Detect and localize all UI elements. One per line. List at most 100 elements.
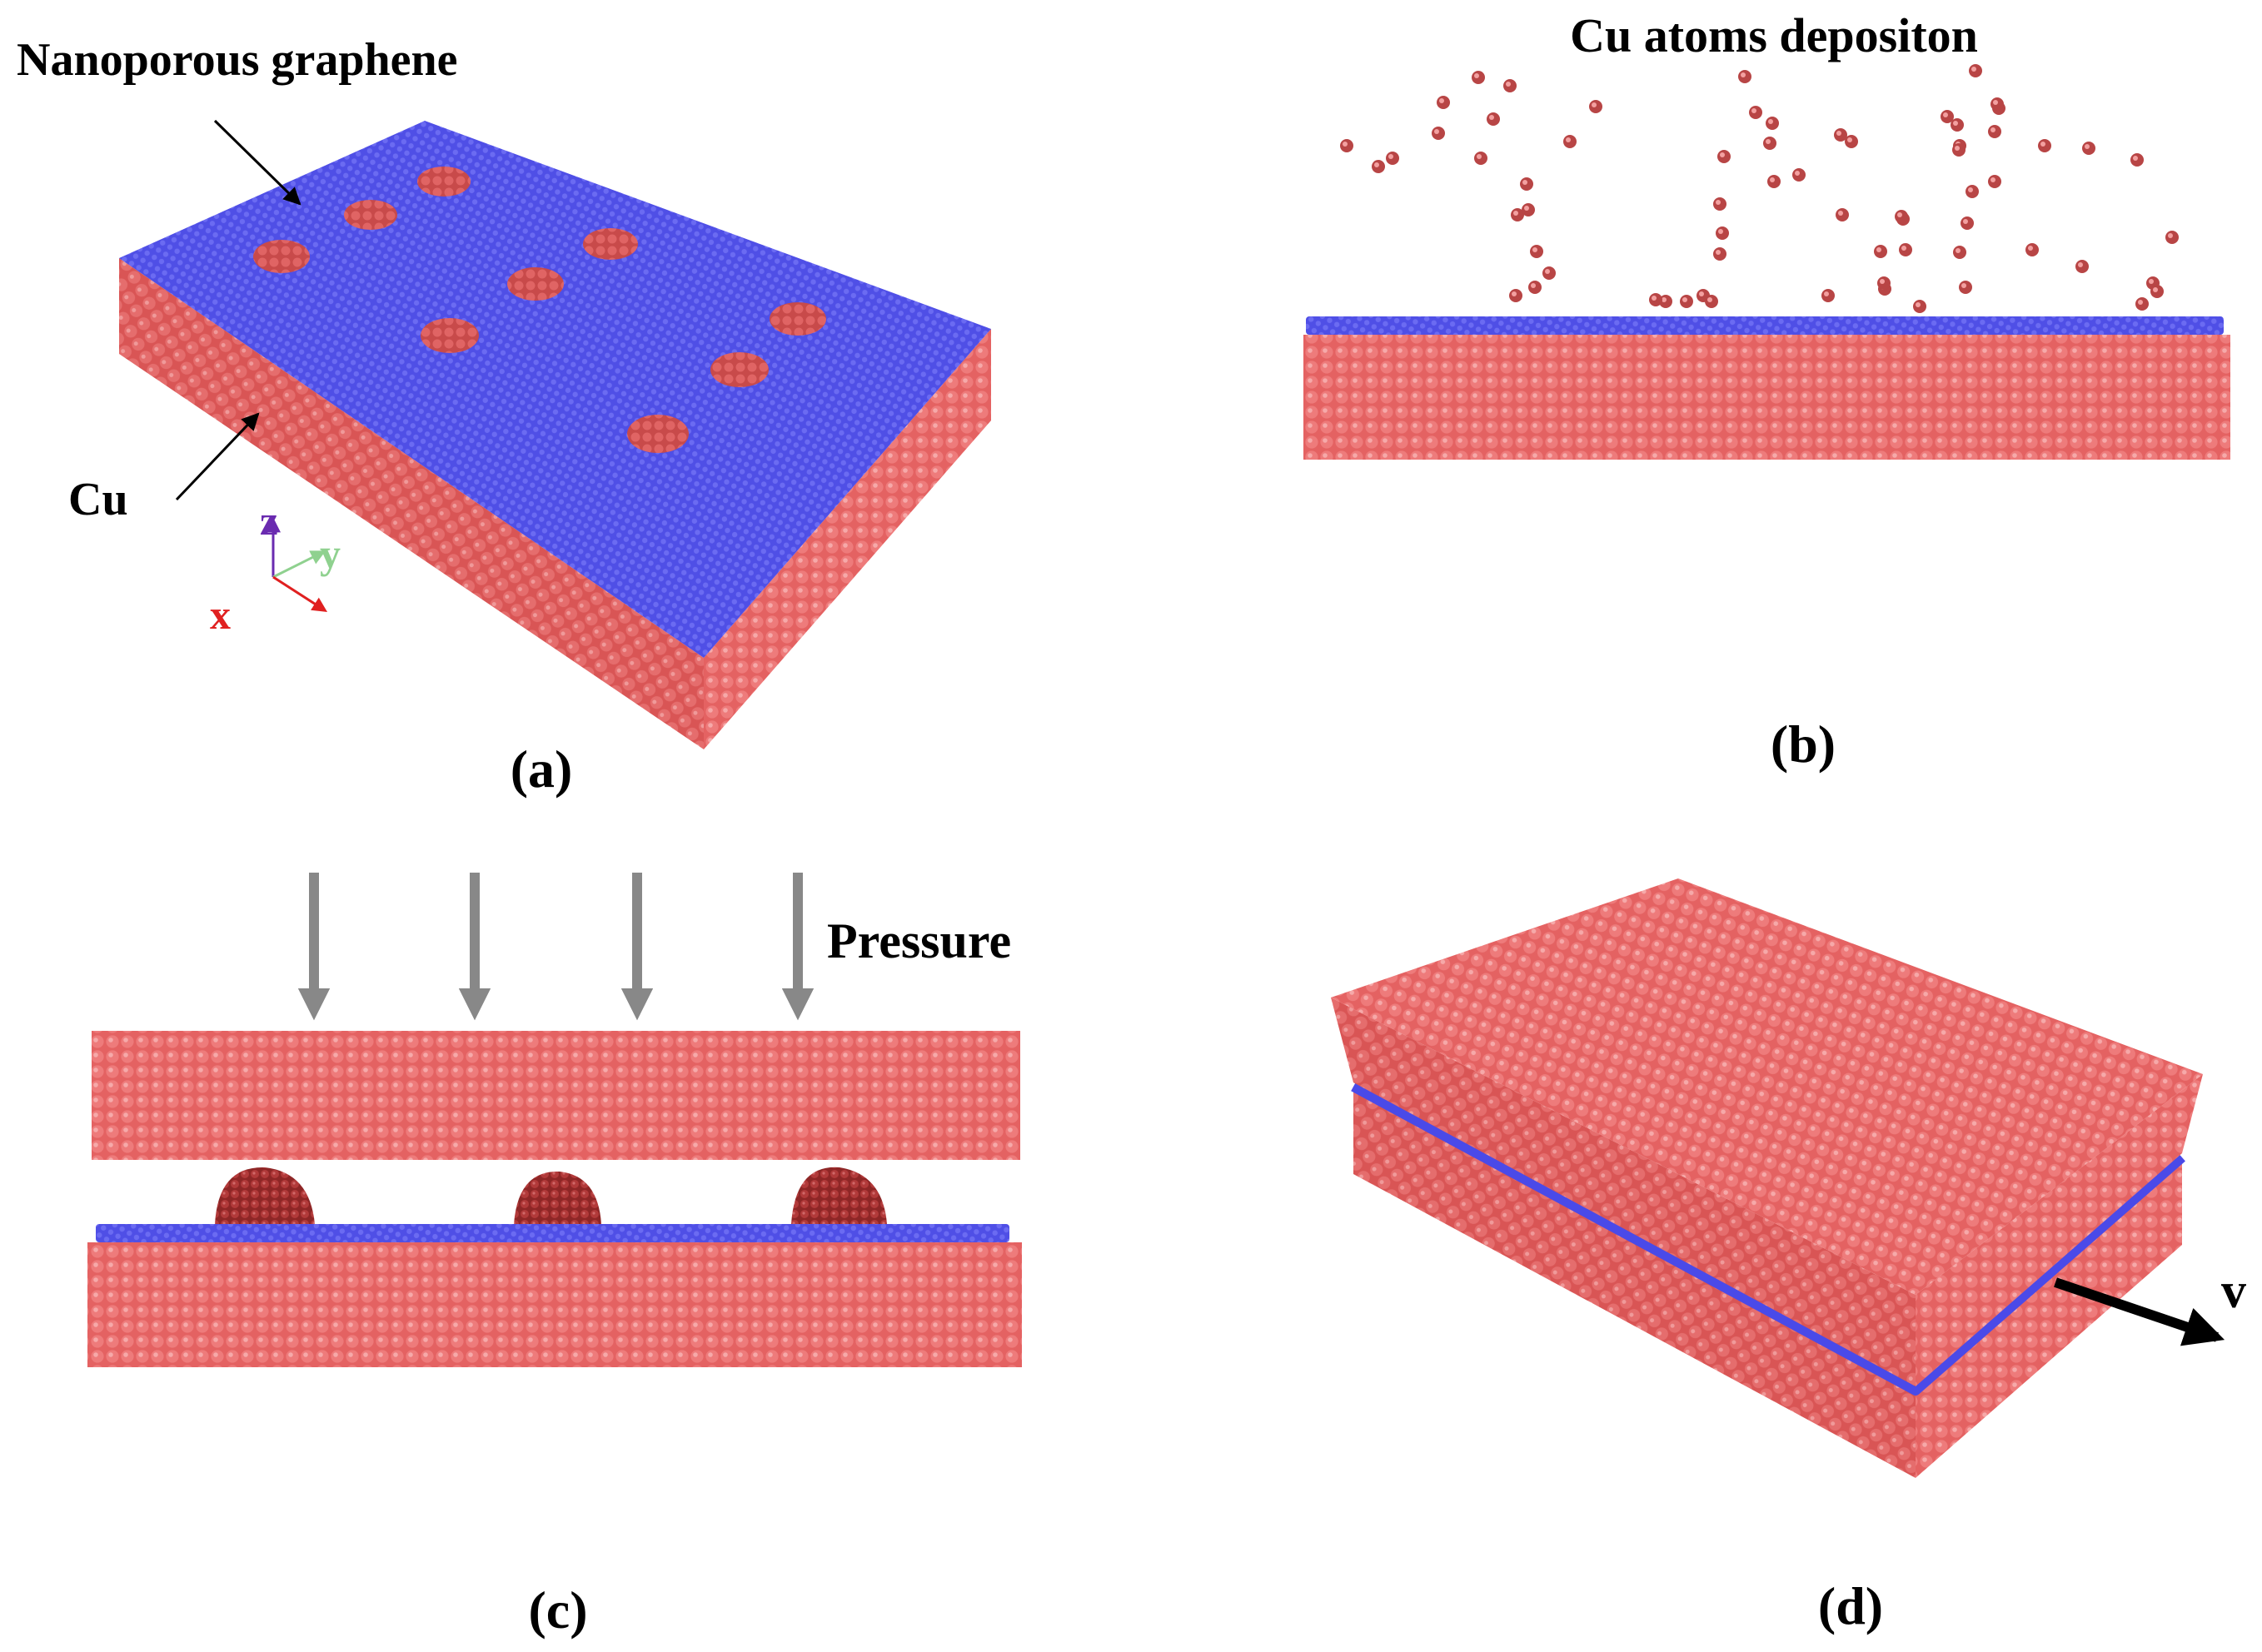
label-cu-deposition: Cu atoms depositon [1570,8,1978,62]
cu-atom-highlight [1388,154,1393,159]
cu-atom-highlight [1847,137,1852,142]
cu-atom-highlight [1566,137,1571,142]
pore [710,352,769,387]
pore [627,415,689,453]
axis-y-label: y [320,530,341,577]
cu-atom-highlight [1662,297,1667,302]
deposited-atoms [1340,64,2179,313]
cu-cluster [215,1167,315,1224]
cu-atom-highlight [1963,219,1968,224]
graphene-pores [253,167,826,453]
axis-x-label: x [210,591,231,638]
cu-atom-highlight [1741,72,1746,77]
graphene-layer-c [96,1224,1009,1242]
cu-atom-highlight [1474,73,1479,78]
cu-atom-highlight [1489,115,1494,120]
cu-atom-highlight [1880,279,1885,284]
cu-atom-highlight [1439,98,1444,103]
cu-atom-highlight [1824,291,1829,296]
cu-lower-right-face [1916,1157,2182,1478]
cu-atom-highlight [1522,180,1527,185]
cu-atom-highlight [1795,171,1800,176]
cu-top-block [92,1031,1020,1160]
cu-atom-highlight [1716,200,1721,205]
cu-atom-highlight [1971,67,1976,72]
cu-atom-highlight [1836,131,1841,136]
cu-atom-highlight [1434,129,1439,134]
label-velocity: v [2221,1263,2246,1318]
cu-atom-highlight [1506,82,1511,87]
caption-a: (a) [511,739,573,799]
cu-lower-left-face [1353,1087,1916,1478]
panel-a: Nanoporous graphene Cu z y x (a) [17,34,991,799]
cu-cluster [791,1167,887,1224]
caption-b: (b) [1771,714,1836,774]
cu-atom-highlight [1343,142,1348,147]
cu-clusters [215,1167,887,1224]
axis-triad: z y x [210,497,341,638]
cu-atom-highlight [2133,156,2138,161]
cu-atom-highlight [1990,127,1995,132]
cu-atom-highlight [1682,297,1687,302]
cu-atom-highlight [2040,142,2045,147]
axis-x-arrow [272,575,328,612]
cu-atom-highlight [1901,246,1906,251]
cu-atom-highlight [1532,247,1537,252]
pore [507,267,564,301]
cu-atom-highlight [1990,177,1995,182]
cu-atom-highlight [1512,291,1517,296]
cu-atom-highlight [1477,154,1482,159]
caption-c: (c) [528,1580,587,1640]
cu-atom-highlight [1916,302,1921,307]
cu-atom-highlight [1652,296,1657,301]
velocity-arrow [2054,1277,2225,1346]
cu-atom-highlight [1766,139,1771,144]
cu-atom-highlight [1716,250,1721,255]
arrow-cu [175,412,260,501]
cu-upper-left-face [1331,998,1916,1386]
cu-atom-highlight [2085,144,2090,149]
pore [421,318,479,353]
cu-atom-highlight [1838,211,1843,216]
pore [253,240,310,273]
cu-atom-highlight [2153,287,2158,292]
cu-atom-highlight [1524,206,1529,211]
graphene-layer-b [1306,316,2224,335]
cu-atom-highlight [1968,187,1973,192]
pore [770,302,826,336]
cu-upper-right-face [1916,1074,2203,1386]
label-nanoporous-graphene: Nanoporous graphene [17,34,458,86]
pore [583,228,638,260]
cu-atom-highlight [1943,112,1948,117]
cu-atom-highlight [2078,262,2083,267]
cu-atom-highlight [1955,146,1960,151]
cu-atom-highlight [1592,102,1597,107]
panel-d: v (d) [1331,878,2246,1635]
caption-d: (d) [1818,1576,1883,1635]
graphene-sheet [119,121,991,658]
panel-b: Cu atoms depositon (b) [1303,8,2230,774]
arrow-graphene [213,119,301,206]
cu-atom-highlight [1876,247,1881,252]
pore [417,167,471,197]
cu-atom-highlight [2138,300,2143,305]
cu-atom-highlight [1699,291,1704,296]
cu-atom-highlight [2168,233,2173,238]
cu-slab-left-face [119,258,704,749]
graphene-interface [1351,1082,2185,1396]
axis-y-arrow [272,550,326,579]
cu-atom-highlight [1751,108,1756,113]
cu-atom-highlight [1956,248,1961,253]
cu-slab-right-face [704,329,991,749]
cu-atom-highlight [1513,211,1518,216]
panel-c: Pressure (c) [87,873,1022,1640]
label-cu: Cu [68,474,128,525]
cu-atom-highlight [1897,212,1902,217]
cu-atom-highlight [1768,119,1773,124]
pressure-arrows [297,873,815,1021]
cu-atom-highlight [1720,152,1725,157]
cu-atom-highlight [1953,121,1958,126]
cu-atom-highlight [1374,162,1379,167]
cu-substrate-c [87,1242,1022,1367]
